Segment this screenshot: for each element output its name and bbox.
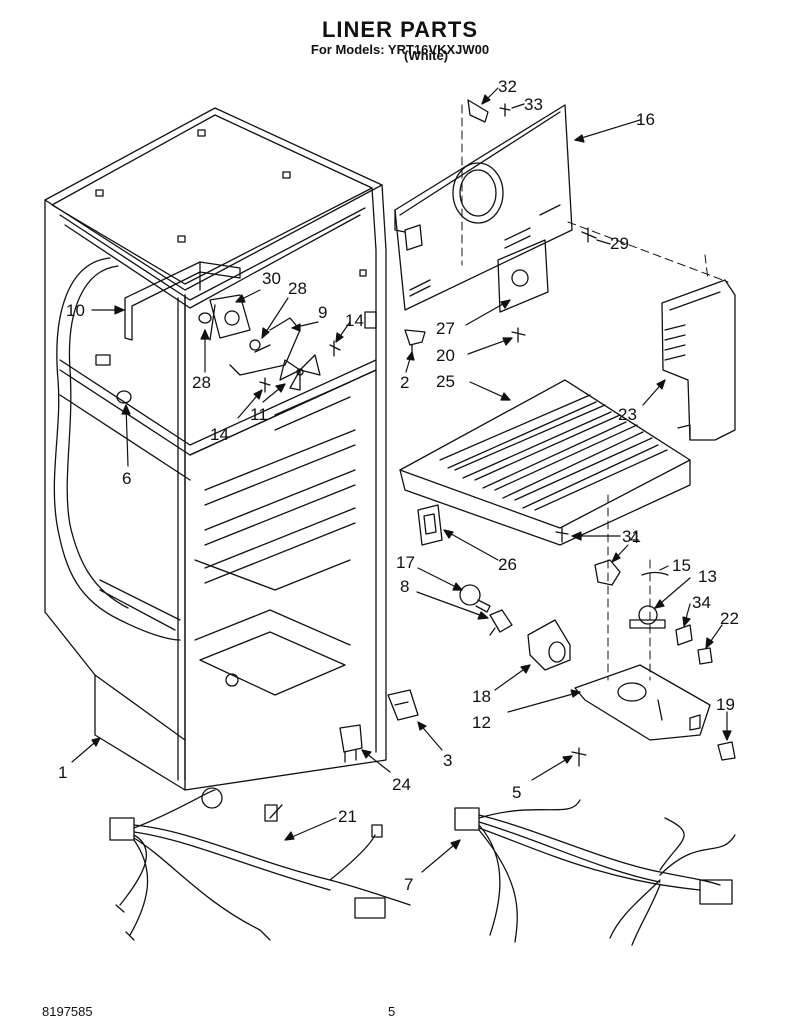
callout-31: 31 xyxy=(622,527,641,546)
callout-34: 34 xyxy=(692,593,711,612)
callout-28a: 28 xyxy=(192,373,211,392)
part-23-air-duct xyxy=(661,279,736,441)
callout-32: 32 xyxy=(498,77,517,96)
part-27-screw xyxy=(511,327,526,343)
part-10-bracket xyxy=(124,261,241,341)
callout-10: 10 xyxy=(66,301,85,320)
part-11-fan-blade xyxy=(279,354,321,391)
part-19-switch xyxy=(717,741,736,761)
part-12-control-housing xyxy=(574,664,711,741)
part-2-spacer xyxy=(404,329,426,356)
part-4-damper xyxy=(594,559,621,586)
callout-8: 8 xyxy=(400,577,409,596)
callout-2: 2 xyxy=(400,373,409,392)
page-header: LINER PARTS For Models: YRT16VKXJW00 xyxy=(0,18,800,58)
callout-17: 17 xyxy=(396,553,415,572)
part-9-fan-motor-bracket xyxy=(229,317,301,376)
callout-5: 5 xyxy=(512,783,521,802)
part-28-knob xyxy=(198,312,261,351)
callout-21: 21 xyxy=(338,807,357,826)
callout-14a: 14 xyxy=(210,425,229,444)
model-color: (White) xyxy=(404,48,449,63)
callout-15: 15 xyxy=(672,556,691,575)
callout-25: 25 xyxy=(436,372,455,391)
liner-cabinet xyxy=(44,107,387,791)
part-3-relay xyxy=(387,689,419,721)
part-33-screw xyxy=(499,103,511,117)
part-30-thermostat xyxy=(209,294,251,341)
part-24-connector xyxy=(339,724,363,763)
part-22-clip xyxy=(697,647,713,665)
part-25-shelf xyxy=(399,379,691,546)
model-subtitle: For Models: YRT16VKXJW00 xyxy=(310,42,490,57)
part-34-bracket xyxy=(675,624,693,646)
callout-29: 29 xyxy=(610,234,629,253)
callout-14b: 14 xyxy=(345,311,364,330)
part-17-light-bulb xyxy=(459,584,491,613)
callout-1: 1 xyxy=(58,763,67,782)
callout-30: 30 xyxy=(262,269,281,288)
part-16-evaporator-cover xyxy=(394,104,573,313)
part-5-screw xyxy=(571,747,587,767)
callout-4: 4 xyxy=(630,528,639,547)
callout-33: 33 xyxy=(524,95,543,114)
part-31-screw xyxy=(555,527,569,543)
part-14-screws xyxy=(259,340,341,393)
leader-lines xyxy=(71,87,732,873)
page-number: 5 xyxy=(388,1004,396,1019)
callout-27: 27 xyxy=(436,319,455,338)
callout-20: 20 xyxy=(436,346,455,365)
part-13-thermistor xyxy=(629,605,666,629)
callout-16: 16 xyxy=(636,110,655,129)
part-29-screw xyxy=(581,227,597,243)
document-number: 8197585 xyxy=(42,1004,93,1019)
part-6-plug xyxy=(116,390,132,404)
callout-7: 7 xyxy=(404,875,413,894)
callout-26: 26 xyxy=(498,555,517,574)
part-8-socket xyxy=(489,609,513,636)
page-title: LINER PARTS xyxy=(321,17,479,42)
callout-11: 11 xyxy=(250,405,268,424)
callout-12: 12 xyxy=(472,713,491,732)
part-32-clip xyxy=(467,99,489,123)
callout-24: 24 xyxy=(392,775,411,794)
callout-19: 19 xyxy=(716,695,735,714)
callout-6: 6 xyxy=(122,469,131,488)
callout-3: 3 xyxy=(443,751,452,770)
callout-22: 22 xyxy=(720,609,739,628)
callout-13: 13 xyxy=(698,567,717,586)
part-26-switch xyxy=(417,504,443,546)
callout-9: 9 xyxy=(318,303,327,322)
callout-numbers: 1 2 3 4 5 6 7 8 9 10 11 12 13 14 14 15 1… xyxy=(58,77,739,894)
callout-18: 18 xyxy=(472,687,491,706)
part-21-wire-harness xyxy=(109,787,411,941)
part-7-wire-harness xyxy=(454,799,736,946)
part-15-spring xyxy=(641,571,669,576)
part-18-light-shield xyxy=(527,619,571,671)
callout-23: 23 xyxy=(618,405,637,424)
callout-28b: 28 xyxy=(288,279,307,298)
